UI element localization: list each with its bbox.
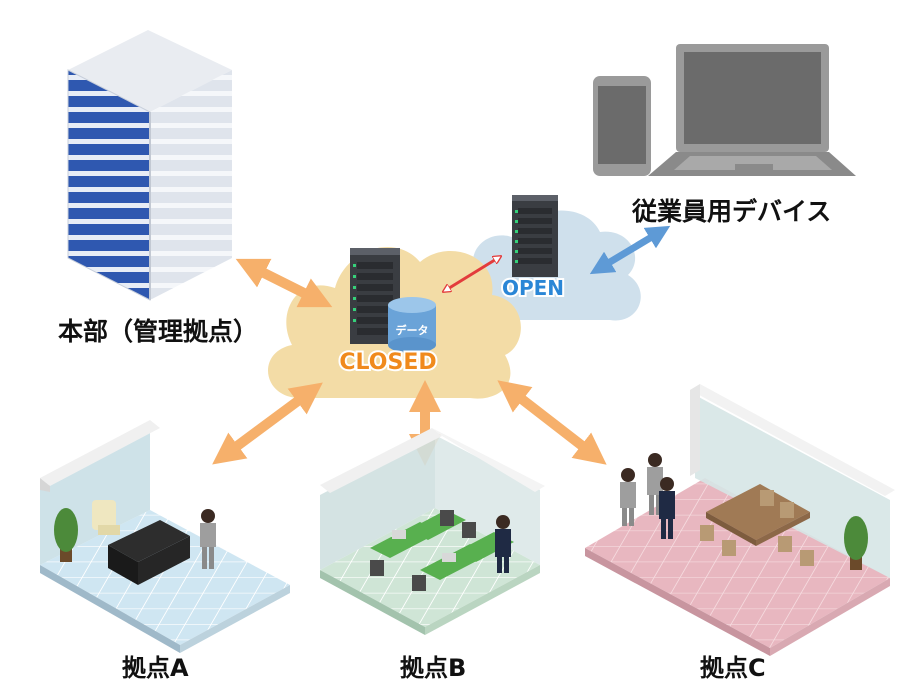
hq-label: 本部（管理拠点）	[58, 317, 259, 346]
site-a-room	[40, 420, 290, 653]
site-c-room	[585, 384, 895, 656]
arrow-closed-site-a	[212, 382, 323, 465]
site-b-room	[320, 428, 545, 635]
arrow-closed-open	[446, 258, 498, 290]
database-icon: データ	[388, 297, 436, 353]
connection-arrows	[212, 225, 671, 467]
person-icon	[200, 509, 216, 569]
smartphone-icon	[593, 76, 651, 176]
site-c-label: 拠点C	[700, 654, 766, 682]
laptop-icon	[648, 44, 856, 176]
chair-icon	[92, 500, 120, 535]
devices-label: 従業員用デバイス	[632, 197, 832, 226]
desk-icon	[108, 520, 190, 585]
open-server-icon	[512, 195, 558, 277]
plant-icon	[54, 508, 78, 562]
hq-building	[67, 30, 232, 301]
open-label: OPEN	[502, 276, 564, 300]
person-icon	[495, 515, 511, 573]
arrow-closed-site-c	[497, 380, 607, 465]
plant-icon	[844, 516, 868, 570]
database-label: データ	[396, 323, 429, 337]
employee-devices	[593, 44, 856, 176]
arrow-open-devices	[589, 225, 671, 275]
arrow-hq-closed	[235, 258, 333, 308]
chairs-icon	[370, 510, 476, 591]
chairs-icon	[700, 490, 814, 566]
people-icon	[620, 453, 675, 539]
site-a-label: 拠点A	[122, 654, 189, 682]
meeting-table-icon	[706, 484, 810, 546]
closed-label: CLOSED	[339, 350, 436, 375]
site-b-label: 拠点B	[400, 654, 467, 682]
